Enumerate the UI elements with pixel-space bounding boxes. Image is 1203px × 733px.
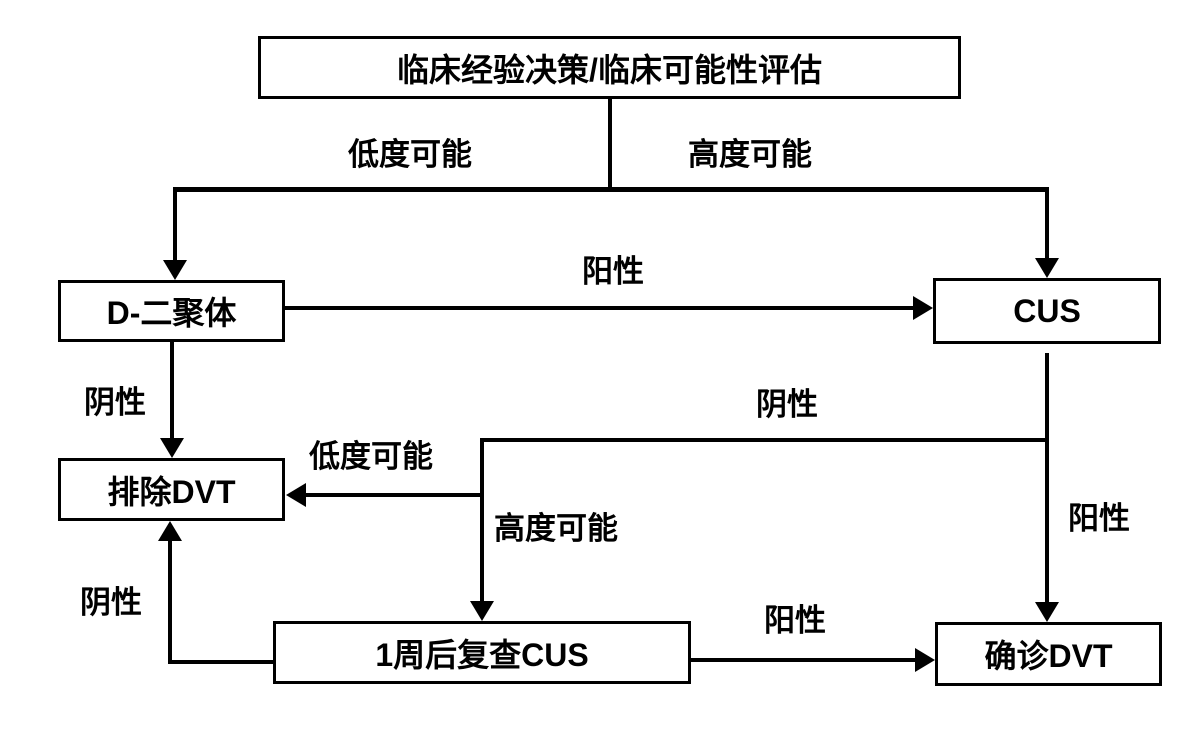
arrowhead-into-cus-left xyxy=(913,296,933,320)
arrowhead-into-recheck-top xyxy=(470,601,494,621)
edge-recheck-negative-horizontal xyxy=(168,660,273,664)
label-cus-negative: 阴性 xyxy=(756,387,818,422)
node-d-dimer: D-二聚体 xyxy=(58,280,285,342)
arrowhead-into-exclude-top xyxy=(160,438,184,458)
node-cus: CUS xyxy=(933,278,1161,344)
node-clinical-assessment: 临床经验决策/临床可能性评估 xyxy=(258,36,961,99)
node-recheck-cus: 1周后复查CUS xyxy=(273,621,691,684)
arrowhead-into-d-dimer xyxy=(163,260,187,280)
arrowhead-into-exclude-right xyxy=(286,483,306,507)
edge-recheck-to-confirm xyxy=(689,658,915,662)
label-high-probability-mid: 高度可能 xyxy=(494,511,618,546)
edge-ddimer-to-exclude xyxy=(170,342,174,440)
edge-cus-to-confirm xyxy=(1045,353,1049,604)
arrowhead-into-exclude-bottom xyxy=(158,521,182,541)
edge-low-prob-mid-line xyxy=(304,493,482,497)
edge-branch-line xyxy=(173,187,1049,192)
label-cus-positive: 阳性 xyxy=(1068,501,1130,536)
label-recheck-negative: 阴性 xyxy=(80,585,142,620)
label-high-probability-top: 高度可能 xyxy=(688,137,812,172)
arrowhead-into-confirm-top xyxy=(1035,602,1059,622)
edge-high-prob-mid-drop xyxy=(480,438,484,603)
node-exclude-dvt: 排除DVT xyxy=(58,458,285,521)
label-ddimer-positive: 阳性 xyxy=(582,254,644,289)
edge-ddimer-to-cus xyxy=(283,306,915,310)
edge-high-prob-drop xyxy=(1045,187,1049,260)
edge-cus-negative-line xyxy=(480,438,1049,442)
arrowhead-into-confirm-left xyxy=(915,648,935,672)
edge-assessment-stem xyxy=(608,99,612,190)
label-ddimer-negative: 阴性 xyxy=(84,385,146,420)
label-recheck-positive: 阳性 xyxy=(764,603,826,638)
label-low-probability-mid: 低度可能 xyxy=(309,439,433,474)
edge-recheck-negative-vertical xyxy=(168,539,172,664)
arrowhead-into-cus-top xyxy=(1035,258,1059,278)
label-low-probability-top: 低度可能 xyxy=(348,137,472,172)
edge-low-prob-drop xyxy=(173,187,177,262)
node-confirm-dvt: 确诊DVT xyxy=(935,622,1162,686)
